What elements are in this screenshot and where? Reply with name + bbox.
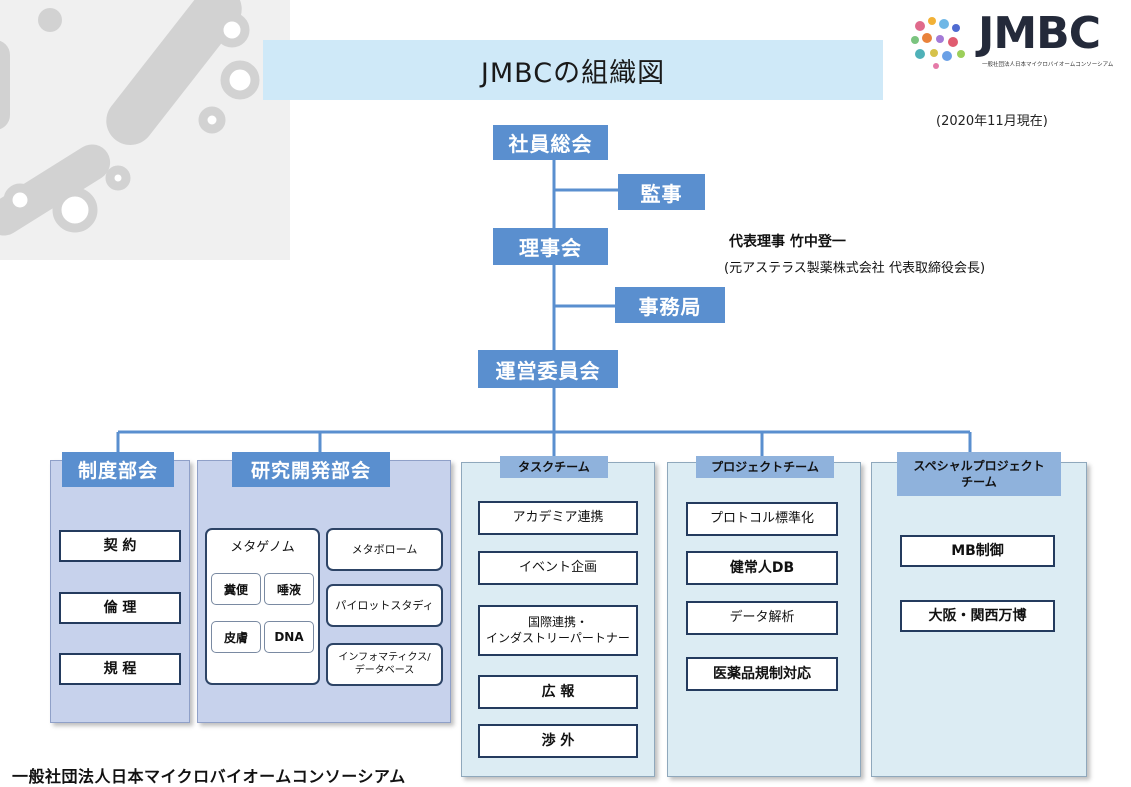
representative-name: 代表理事 竹中登一: [729, 234, 846, 250]
dna-cell: DNA: [264, 621, 314, 653]
event-planning-item: イベント企画: [478, 551, 638, 585]
feces-cell: 糞便: [211, 573, 261, 605]
steering-committee-node: 運営委員会: [478, 350, 618, 388]
data-analysis-item: データ解析: [686, 601, 838, 635]
task-team-header: タスクチーム: [500, 456, 608, 478]
system-department-header: 制度部会: [62, 452, 174, 487]
osaka-expo-item: 大阪・関西万博: [900, 600, 1055, 632]
general-assembly-node: 社員総会: [493, 125, 608, 160]
drug-regulation-item: 医薬品規制対応: [686, 657, 838, 691]
skin-cell: 皮膚: [211, 621, 261, 653]
project-team-header: プロジェクトチーム: [696, 456, 834, 478]
secretariat-node: 事務局: [615, 287, 725, 323]
pr-item: 広 報: [478, 675, 638, 709]
jmbc-logo-icon: [911, 17, 965, 69]
intl-industry-item: 国際連携・ インダストリーパートナー: [478, 605, 638, 656]
date-note: (2020年11月現在): [936, 114, 1048, 129]
metagenome-label: メタゲノム: [230, 540, 295, 555]
external-relations-item: 渉 外: [478, 724, 638, 758]
special-project-header: スペシャルプロジェクト チーム: [897, 452, 1061, 496]
background-pattern: [0, 0, 290, 260]
healthy-db-item: 健常人DB: [686, 551, 838, 585]
logo-subtext: 一般社団法人日本マイクロバイオームコンソーシアム: [982, 62, 1114, 68]
contract-item: 契 約: [59, 530, 181, 562]
rnd-department-header: 研究開発部会: [232, 452, 390, 487]
page-title: JMBCの組織図: [263, 40, 883, 100]
auditor-node: 監事: [618, 174, 705, 210]
metabolome-item: メタボローム: [326, 528, 443, 571]
metagenome-group: メタゲノム: [205, 528, 320, 685]
board-node: 理事会: [493, 228, 608, 265]
logo-text: JMBC: [978, 8, 1101, 59]
protocol-standardization-item: プロトコル標準化: [686, 502, 838, 536]
pilot-study-item: パイロットスタディ: [326, 584, 443, 627]
regulation-item: 規 程: [59, 653, 181, 685]
informatics-database-item: インフォマティクス/ データベース: [326, 643, 443, 686]
footer-organization-name: 一般社団法人日本マイクロバイオームコンソーシアム: [12, 767, 406, 786]
representative-description: (元アステラス製薬株式会社 代表取締役会長): [724, 261, 986, 276]
mb-control-item: MB制御: [900, 535, 1055, 567]
saliva-cell: 唾液: [264, 573, 314, 605]
academia-collab-item: アカデミア連携: [478, 501, 638, 535]
ethics-item: 倫 理: [59, 592, 181, 624]
